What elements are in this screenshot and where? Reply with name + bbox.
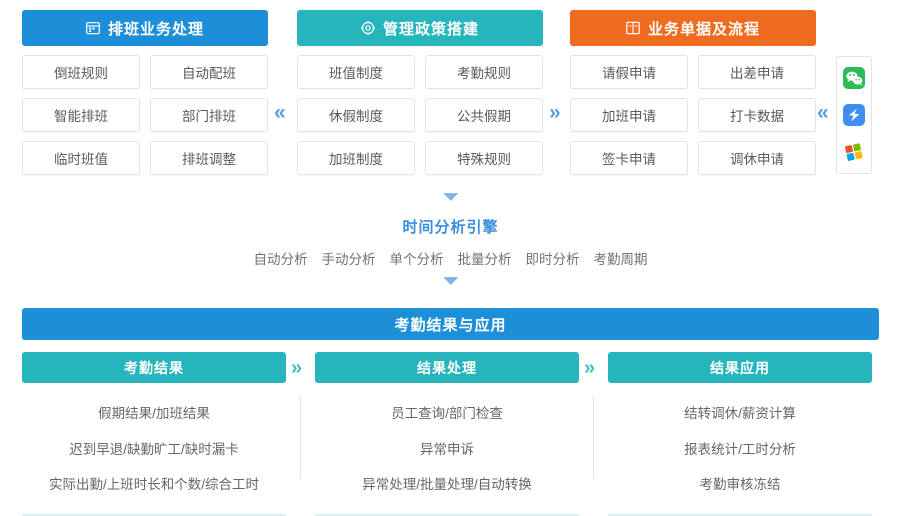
panel-line: 假期结果/加班结果 <box>98 406 210 421</box>
chip-button[interactable]: 调休申请 <box>698 141 816 175</box>
flow-separator-left-icon: « <box>274 101 286 124</box>
panel-header[interactable]: 考勤结果 <box>22 352 286 383</box>
column-title: 管理政策搭建 <box>382 20 479 38</box>
form-document-icon <box>626 21 640 35</box>
chip-button[interactable]: 自动配班 <box>150 55 268 89</box>
column-header-scheduling[interactable]: 排班业务处理 <box>22 10 268 46</box>
category-column-documents: 业务单据及流程 请假申请 出差申请 加班申请 打卡数据 签卡申请 调休申请 <box>570 10 816 175</box>
chip-grid-documents: 请假申请 出差申请 加班申请 打卡数据 签卡申请 调休申请 <box>570 55 816 175</box>
chevron-down-icon: ⏷ <box>443 271 458 292</box>
top-section: 排班业务处理 倒班规则 自动配班 智能排班 部门排班 临时班值 排班调整 <box>0 0 901 182</box>
analysis-item[interactable]: 批量分析 <box>457 252 512 267</box>
chip-grid-policy: 班值制度 考勤规则 休假制度 公共假期 加班制度 特殊规则 <box>297 55 543 175</box>
results-banner: 考勤结果与应用 <box>22 308 879 340</box>
panel-line: 报表统计/工时分析 <box>684 441 796 457</box>
panel-line: 员工查询/部门检查 <box>391 406 503 421</box>
calendar-icon <box>86 21 100 35</box>
analysis-item[interactable]: 考勤周期 <box>593 252 648 267</box>
chip-button[interactable]: 部门排班 <box>150 98 268 132</box>
chip-button[interactable]: 班值制度 <box>297 55 415 89</box>
panel-body: 结转调休/薪资计算 报表统计/工时分析 考勤审核冻结 <box>608 407 872 516</box>
results-section: 考勤结果与应用 考勤结果 假期结果/加班结果 迟到早退/缺勤旷工/缺时漏卡 实际… <box>0 300 901 516</box>
chip-button[interactable]: 特殊规则 <box>425 141 543 175</box>
analysis-engine-title: 时间分析引擎 <box>402 219 499 236</box>
results-panel-result-application: 结果应用 结转调休/薪资计算 报表统计/工时分析 考勤审核冻结 <box>608 352 872 516</box>
flow-separator-left-icon: « <box>817 101 829 124</box>
panel-line: 考勤审核冻结 <box>699 477 781 492</box>
column-header-documents[interactable]: 业务单据及流程 <box>570 10 816 46</box>
chip-grid-scheduling: 倒班规则 自动配班 智能排班 部门排班 临时班值 排班调整 <box>22 55 268 175</box>
flow-separator-right-icon: » <box>291 357 303 379</box>
panel-line: 结转调休/薪资计算 <box>684 406 796 421</box>
category-column-scheduling: 排班业务处理 倒班规则 自动配班 智能排班 部门排班 临时班值 排班调整 <box>22 10 268 175</box>
gear-icon <box>360 21 375 35</box>
flow-separator-right-icon: » <box>549 101 561 124</box>
chip-button[interactable]: 加班制度 <box>297 141 415 175</box>
panel-line: 实际出勤/上班时长和个数/综合工时 <box>48 477 259 492</box>
results-panel-attendance-results: 考勤结果 假期结果/加班结果 迟到早退/缺勤旷工/缺时漏卡 实际出勤/上班时长和… <box>22 352 286 516</box>
panel-divider <box>593 396 594 479</box>
results-panel-result-processing: 结果处理 员工查询/部门检查 异常申诉 异常处理/批量处理/自动转换 <box>315 352 579 516</box>
analysis-item[interactable]: 自动分析 <box>253 252 308 267</box>
analysis-item[interactable]: 单个分析 <box>389 252 444 267</box>
panel-header[interactable]: 结果应用 <box>608 352 872 383</box>
integration-app-strip <box>836 56 872 174</box>
wechat-icon[interactable] <box>843 67 865 90</box>
flow-separator-right-icon: » <box>584 357 596 379</box>
chip-button[interactable]: 智能排班 <box>22 98 140 132</box>
analysis-item[interactable]: 手动分析 <box>321 252 376 267</box>
chip-button[interactable]: 加班申请 <box>570 98 688 132</box>
chip-button[interactable]: 打卡数据 <box>698 98 816 132</box>
chip-button[interactable]: 考勤规则 <box>425 55 543 89</box>
column-header-policy[interactable]: 管理政策搭建 <box>297 10 543 46</box>
chip-button[interactable]: 排班调整 <box>150 141 268 175</box>
panel-body: 假期结果/加班结果 迟到早退/缺勤旷工/缺时漏卡 实际出勤/上班时长和个数/综合… <box>22 407 286 516</box>
chip-button[interactable]: 签卡申请 <box>570 141 688 175</box>
chip-button[interactable]: 倒班规则 <box>22 55 140 89</box>
chip-button[interactable]: 请假申请 <box>570 55 688 89</box>
panel-line: 迟到早退/缺勤旷工/缺时漏卡 <box>69 441 239 457</box>
panel-line: 异常处理/批量处理/自动转换 <box>362 477 532 492</box>
column-title: 业务单据及流程 <box>647 20 760 38</box>
category-column-policy: 管理政策搭建 班值制度 考勤规则 休假制度 公共假期 加班制度 特殊规则 <box>297 10 543 175</box>
column-title: 排班业务处理 <box>107 20 204 38</box>
chip-button[interactable]: 休假制度 <box>297 98 415 132</box>
dingtalk-icon[interactable] <box>843 103 865 126</box>
chip-button[interactable]: 临时班值 <box>22 141 140 175</box>
analysis-engine-section: ⏷ 时间分析引擎 自动分析 手动分析 单个分析 批量分析 即时分析 考勤周期 ⏷ <box>0 182 901 300</box>
panel-divider <box>300 396 301 479</box>
panel-header[interactable]: 结果处理 <box>315 352 579 383</box>
chip-button[interactable]: 公共假期 <box>425 98 543 132</box>
chevron-down-icon: ⏷ <box>443 187 458 208</box>
windows-icon[interactable] <box>843 141 865 163</box>
chip-button[interactable]: 出差申请 <box>698 55 816 89</box>
analysis-item[interactable]: 即时分析 <box>525 252 580 267</box>
analysis-engine-items: 自动分析 手动分析 单个分析 批量分析 即时分析 考勤周期 <box>0 248 901 268</box>
panel-body: 员工查询/部门检查 异常申诉 异常处理/批量处理/自动转换 <box>315 407 579 516</box>
panel-line: 异常申诉 <box>420 441 474 457</box>
